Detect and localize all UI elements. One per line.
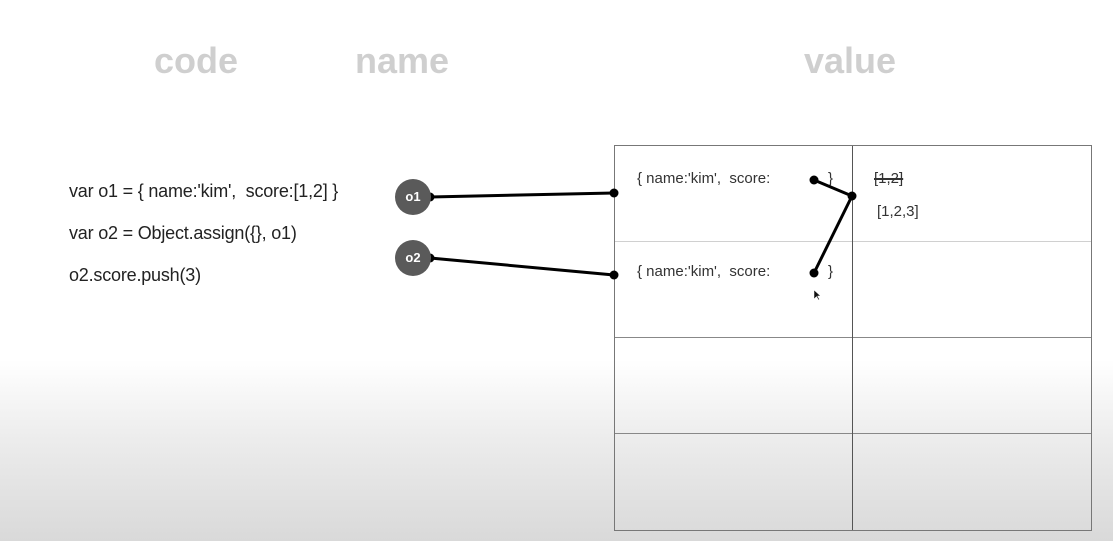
grid-column-divider xyxy=(852,146,853,530)
grid-row-divider-3 xyxy=(615,433,1091,434)
grid-row-divider-1 xyxy=(615,241,1091,242)
variable-o2-circle: o2 xyxy=(395,240,431,276)
object-o1-close-brace: } xyxy=(828,170,834,187)
code-line-3: o2.score.push(3) xyxy=(69,265,201,285)
memory-grid xyxy=(614,145,1092,531)
code-line-1: var o1 = { name:'kim', score:[1,2] } xyxy=(69,181,339,201)
column-heading-code: code xyxy=(154,40,239,81)
grid-row-divider-2 xyxy=(615,337,1091,338)
code-line-2: var o2 = Object.assign({}, o1) xyxy=(69,223,297,243)
o1-reference-line xyxy=(428,191,616,199)
object-o2-text: { name:'kim', score: xyxy=(637,263,771,280)
object-o1-text: { name:'kim', score: xyxy=(637,170,771,187)
array-old-value: [1,2] xyxy=(874,170,904,187)
column-heading-value: value xyxy=(804,40,897,81)
object-o2-close-brace: } xyxy=(828,263,834,280)
variable-o1-circle: o1 xyxy=(395,179,431,215)
column-heading-name: name xyxy=(355,40,450,81)
o2-reference-line xyxy=(428,256,616,277)
array-new-value: [1,2,3] xyxy=(877,203,919,220)
